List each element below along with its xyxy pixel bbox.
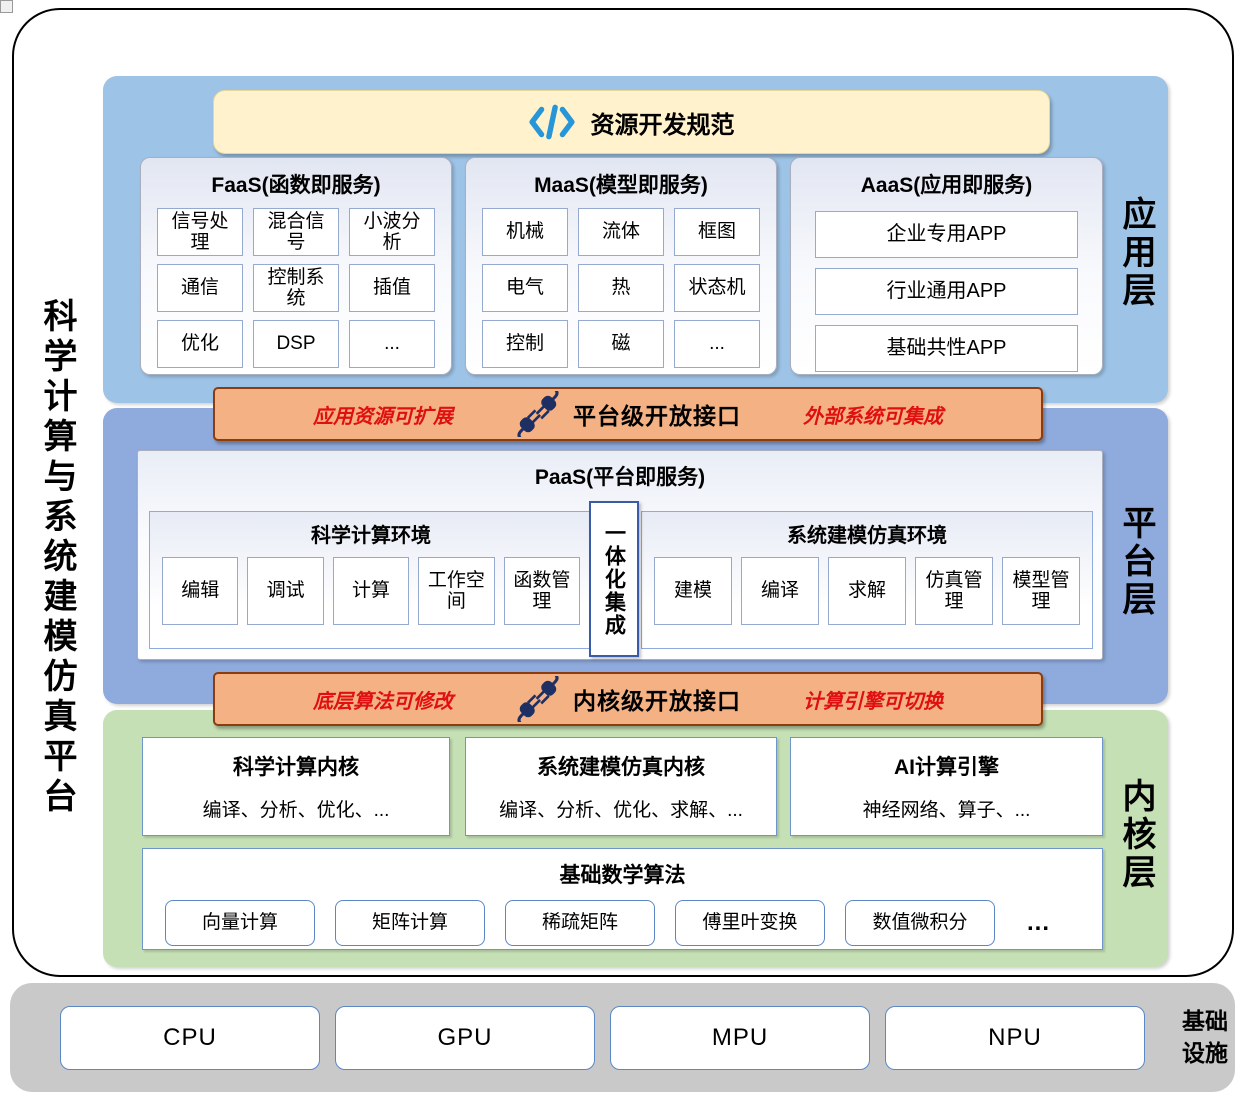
platform-layer-label: 平台层 [1117, 505, 1155, 619]
platform-interface-title: 平台级开放接口 [573, 403, 741, 429]
sci-env-item: 函数管理 [503, 557, 581, 625]
integration-box: 一体化集成 [589, 501, 639, 657]
faas-item: 通信 [157, 264, 243, 312]
system-modeling-env-panel: 系统建模仿真环境 建模 编译 求解 仿真管理 模型管理 [641, 511, 1093, 649]
math-more-ellipsis: ... [1027, 909, 1051, 936]
platform-interface-banner: 应用资源可扩展 [213, 387, 1043, 441]
plug-icon [515, 391, 561, 437]
kernel-title: 科学计算内核 [233, 756, 359, 779]
aaas-item: 企业专用APP [815, 211, 1078, 258]
kernel-title: 系统建模仿真内核 [537, 756, 705, 779]
system-modeling-kernel-box: 系统建模仿真内核 编译、分析、优化、求解、... [465, 737, 777, 836]
sci-computing-kernel-box: 科学计算内核 编译、分析、优化、... [142, 737, 450, 836]
sci-env-title: 科学计算环境 [311, 525, 431, 547]
maas-item: 机械 [482, 208, 568, 256]
aaas-panel: AaaS(应用即服务) 企业专用APP 行业通用APP 基础共性APP [790, 157, 1103, 375]
faas-item: 小波分析 [349, 208, 435, 256]
maas-item: 状态机 [674, 264, 760, 312]
kernel-interface-left-note: 底层算法可修改 [313, 690, 453, 713]
math-items: 向量计算 矩阵计算 稀疏矩阵 傅里叶变换 数值微积分 ... [165, 900, 1102, 946]
maas-title: MaaS(模型即服务) [534, 174, 708, 197]
math-item: 向量计算 [165, 900, 315, 946]
math-item: 矩阵计算 [335, 900, 485, 946]
aaas-item: 行业通用APP [815, 268, 1078, 315]
faas-item: ... [349, 320, 435, 368]
aaas-list: 企业专用APP 行业通用APP 基础共性APP [815, 211, 1078, 372]
infrastructure-bar: CPU GPU MPU NPU 基础 设施 [10, 983, 1235, 1092]
maas-item: 控制 [482, 320, 568, 368]
faas-grid: 信号处理 混合信号 小波分析 通信 控制系统 插值 优化 DSP ... [157, 208, 435, 368]
cpu-box: CPU [60, 1005, 320, 1070]
sim-env-item: 建模 [654, 557, 732, 625]
integration-label: 一体化集成 [602, 521, 626, 637]
kernel-interface-banner: 底层算法可修改 [213, 672, 1043, 726]
maas-item: 框图 [674, 208, 760, 256]
sim-env-item: 编译 [741, 557, 819, 625]
sim-env-items: 建模 编译 求解 仿真管理 模型管理 [654, 557, 1080, 625]
sci-env-items: 编辑 调试 计算 工作空间 函数管理 [162, 557, 581, 625]
corner-artifact [0, 0, 13, 13]
gpu-box: GPU [335, 1005, 595, 1070]
maas-item: ... [674, 320, 760, 368]
sci-env-item: 调试 [247, 557, 324, 625]
app-layer-label: 应用层 [1117, 196, 1155, 310]
aaas-item: 基础共性APP [815, 325, 1078, 372]
paas-panel: PaaS(平台即服务) 科学计算环境 编辑 调试 计算 工作空间 函数管理 一体… [137, 450, 1103, 660]
faas-item: 插值 [349, 264, 435, 312]
resource-dev-spec-banner: 资源开发规范 [213, 90, 1050, 154]
platform-interface-right-note: 外部系统可集成 [803, 405, 943, 428]
code-icon [528, 104, 575, 140]
aaas-title: AaaS(应用即服务) [860, 174, 1033, 197]
kernel-desc: 编译、分析、优化、求解、... [499, 800, 743, 821]
sci-computing-env-panel: 科学计算环境 编辑 调试 计算 工作空间 函数管理 [149, 511, 593, 649]
sim-env-item: 模型管理 [1002, 557, 1080, 625]
maas-panel: MaaS(模型即服务) 机械 流体 框图 电气 热 状态机 控制 磁 ... [465, 157, 777, 375]
sim-env-title: 系统建模仿真环境 [787, 525, 947, 547]
sim-env-item: 求解 [828, 557, 906, 625]
npu-box: NPU [885, 1005, 1145, 1070]
kernel-desc: 神经网络、算子、... [862, 800, 1031, 821]
kernel-interface-title: 内核级开放接口 [573, 688, 741, 714]
ai-compute-engine-box: AI计算引擎 神经网络、算子、... [790, 737, 1103, 836]
maas-item: 流体 [578, 208, 664, 256]
maas-item: 热 [578, 264, 664, 312]
paas-title: PaaS(平台即服务) [534, 466, 706, 489]
resource-dev-spec-label: 资源开发规范 [590, 111, 735, 139]
faas-item: 优化 [157, 320, 243, 368]
faas-item: DSP [253, 320, 339, 368]
sci-env-item: 计算 [332, 557, 410, 625]
maas-item: 电气 [482, 264, 568, 312]
plug-icon [515, 676, 561, 722]
kernel-desc: 编译、分析、优化、... [202, 800, 390, 821]
math-algorithms-panel: 基础数学算法 向量计算 矩阵计算 稀疏矩阵 傅里叶变换 数值微积分 ... [142, 848, 1103, 950]
math-item: 傅里叶变换 [675, 900, 825, 946]
faas-item: 控制系统 [253, 264, 339, 312]
maas-item: 磁 [578, 320, 664, 368]
infrastructure-label: 基础 设施 [1182, 1008, 1228, 1066]
faas-item: 混合信号 [253, 208, 339, 256]
kernel-interface-right-note: 计算引擎可切换 [803, 690, 943, 713]
faas-panel: FaaS(函数即服务) 信号处理 混合信号 小波分析 通信 控制系统 插值 优化… [140, 157, 452, 375]
mpu-box: MPU [610, 1005, 870, 1070]
sci-env-item: 工作空间 [418, 557, 495, 625]
kernel-layer-label: 内核层 [1117, 778, 1155, 892]
sci-env-item: 编辑 [162, 557, 239, 625]
math-item: 稀疏矩阵 [505, 900, 655, 946]
math-item: 数值微积分 [845, 900, 995, 946]
maas-grid: 机械 流体 框图 电气 热 状态机 控制 磁 ... [482, 208, 760, 368]
platform-title-vertical: 科学计算与系统建模仿真平台 [38, 298, 76, 818]
kernel-title: AI计算引擎 [894, 756, 999, 779]
faas-title: FaaS(函数即服务) [211, 174, 381, 197]
faas-item: 信号处理 [157, 208, 243, 256]
math-title: 基础数学算法 [559, 864, 686, 887]
platform-interface-left-note: 应用资源可扩展 [313, 405, 453, 428]
sim-env-item: 仿真管理 [915, 557, 993, 625]
